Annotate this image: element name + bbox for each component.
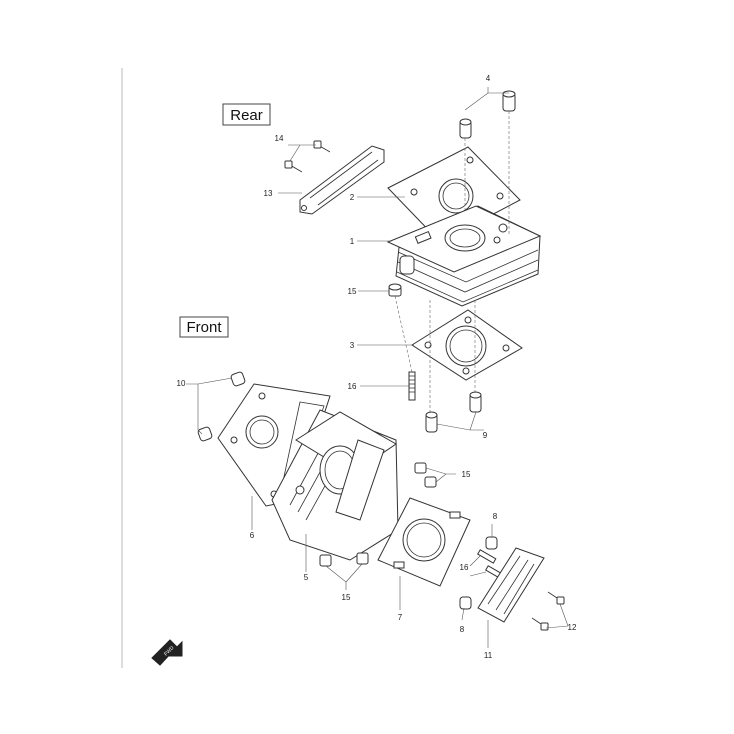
cylinder-block-rear	[386, 205, 542, 307]
cap-nut-front-d	[356, 552, 369, 565]
dowel-pin-front-d	[459, 596, 472, 610]
dowel-pin-front-c	[485, 536, 498, 550]
dowel-pin-front-a	[230, 371, 246, 387]
leader-14	[288, 144, 316, 162]
cap-nut-front-c	[319, 554, 332, 567]
callout-16-front: 16	[460, 563, 469, 572]
cap-nut-front-a	[414, 462, 427, 474]
callout-3: 3	[350, 341, 355, 350]
bolt-front-b	[531, 617, 549, 631]
leader-8-bottom	[461, 607, 465, 621]
svg-text:Rear: Rear	[230, 107, 263, 124]
leader-12	[545, 603, 569, 629]
dowel-pin-rear-b	[459, 118, 472, 139]
callout-15-front: 15	[462, 470, 471, 479]
leader-15-bottom	[325, 563, 363, 590]
bolt-rear-b	[284, 160, 303, 173]
callout-6: 6	[250, 531, 255, 540]
front-section-label: Front	[179, 316, 229, 338]
callout-11: 11	[484, 651, 493, 660]
callout-2: 2	[350, 193, 355, 202]
callout-5: 5	[304, 573, 309, 582]
leader-15-front	[425, 467, 456, 483]
dowel-pin-front-b	[197, 426, 213, 442]
rear-section-label: Rear	[222, 103, 271, 126]
leader-16-front	[469, 555, 487, 577]
callout-13: 13	[264, 189, 273, 198]
dowel-pin-rear-a	[502, 90, 516, 112]
dowel-pin-rear-d	[469, 391, 482, 413]
fwd-arrow-icon: FWD	[151, 639, 183, 666]
bolt-rear-a	[313, 140, 331, 153]
leader-4	[464, 87, 509, 111]
dowel-pin-rear-c	[425, 411, 438, 433]
callout-7: 7	[398, 613, 403, 622]
cap-nut-rear	[388, 283, 402, 297]
leader-9	[436, 411, 484, 431]
callout-15-bottom: 15	[342, 593, 351, 602]
callout-14: 14	[275, 134, 284, 143]
leader-10	[186, 377, 233, 435]
callout-10: 10	[177, 379, 186, 388]
stud-bolt-front-a	[477, 549, 497, 564]
cylinder-block-front	[271, 409, 399, 561]
cylinder-base-gasket-rear	[411, 309, 523, 381]
callout-16: 16	[348, 382, 357, 391]
callout-8-bottom: 8	[460, 625, 465, 634]
bolt-front-a	[547, 591, 565, 605]
callout-12: 12	[568, 623, 577, 632]
callout-15: 15	[348, 287, 357, 296]
callout-4: 4	[486, 74, 491, 83]
cam-chain-guide-rear	[299, 145, 385, 215]
callout-8-top: 8	[493, 512, 498, 521]
callout-9: 9	[483, 431, 488, 440]
align-line	[394, 295, 413, 373]
cylinder-head-gasket-rear	[387, 146, 521, 243]
cam-chain-guide-front	[477, 547, 545, 623]
callout-1: 1	[350, 237, 355, 246]
cap-nut-front-b	[424, 476, 437, 488]
cylinder-base-gasket-front	[377, 497, 471, 587]
svg-text:Front: Front	[186, 319, 222, 336]
